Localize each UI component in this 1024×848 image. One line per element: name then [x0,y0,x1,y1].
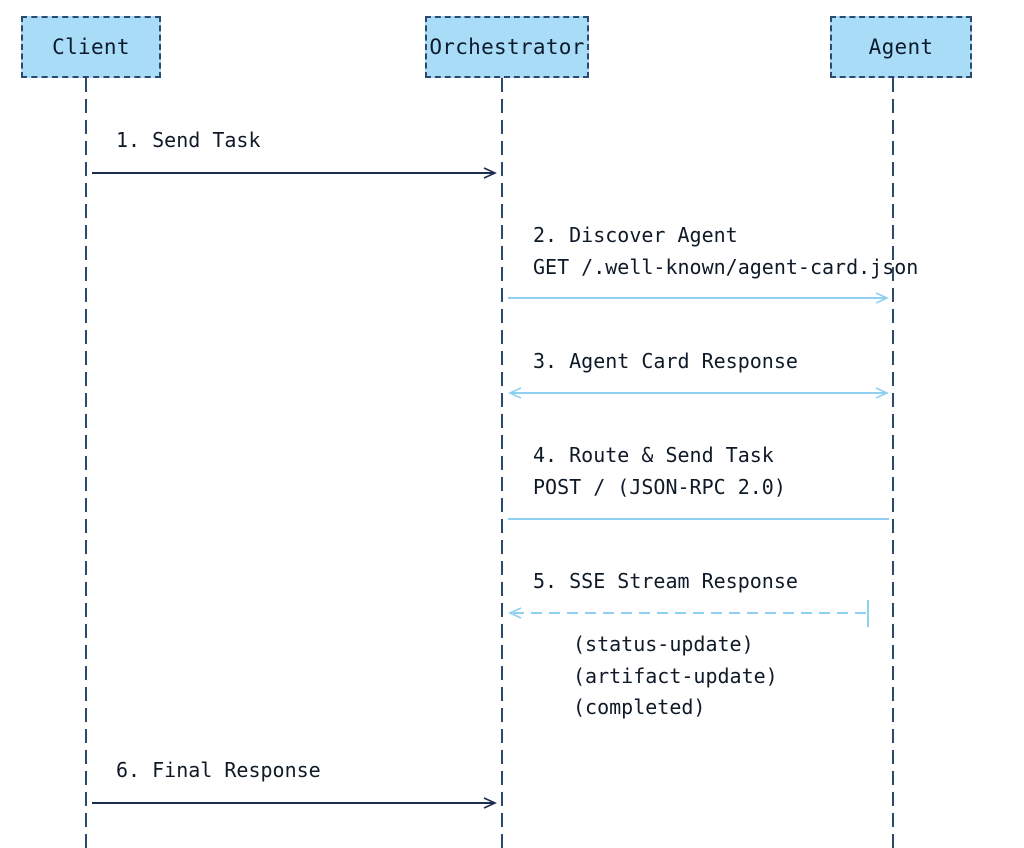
orchestrator-participant-box: Orchestrator [425,16,589,78]
message-5-label: 5. SSE Stream Response [533,569,798,593]
message-4-endpoint: POST / (JSON-RPC 2.0) [533,475,786,499]
message-2-endpoint: GET /.well-known/agent-card.json [533,255,919,279]
client-label: Client [52,35,130,59]
sse-event-artifact-update: (artifact-update) [573,664,778,688]
client-participant-box: Client [21,16,161,78]
message-1-label: 1. Send Task [116,128,261,152]
message-3-label: 3. Agent Card Response [533,349,798,373]
agent-label: Agent [868,35,934,59]
message-4-label: 4. Route & Send Task [533,443,774,467]
message-6-label: 6. Final Response [116,758,321,782]
message-2-label: 2. Discover Agent [533,223,738,247]
agent-participant-box: Agent [830,16,972,78]
sse-event-status-update: (status-update) [573,632,754,656]
orchestrator-label: Orchestrator [429,35,585,59]
sse-event-completed: (completed) [573,695,706,719]
